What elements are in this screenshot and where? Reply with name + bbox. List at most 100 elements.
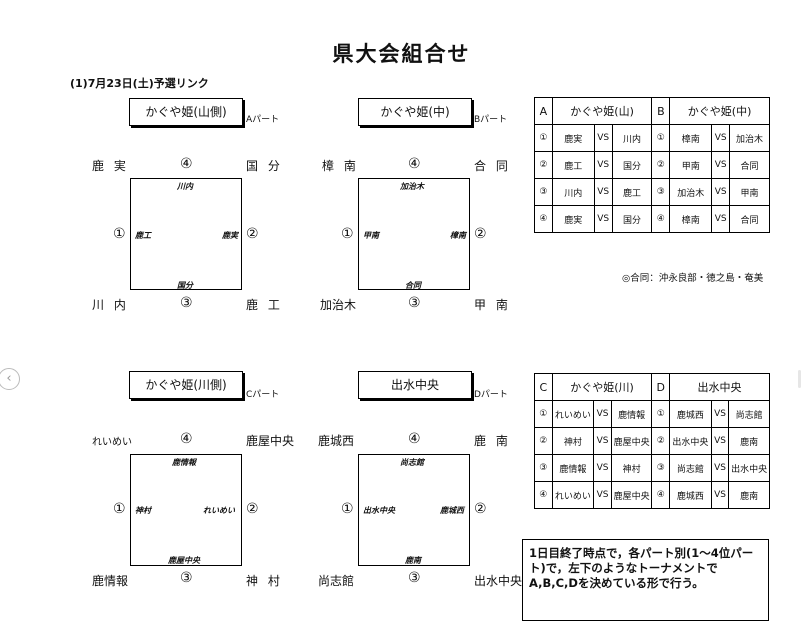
table-cell: 神村: [551, 427, 595, 455]
table-cell: ④: [651, 481, 671, 509]
table-cell: 甲南: [669, 151, 713, 179]
table-cell: VS: [710, 481, 730, 509]
table-cell: VS: [710, 427, 730, 455]
table-cell: かぐや姫(川): [551, 373, 653, 401]
table-cell: 鹿屋中央: [610, 427, 653, 455]
table-cell: かぐや姫(中): [669, 97, 770, 125]
table-cell: ②: [534, 427, 553, 455]
table-cell: VS: [710, 454, 730, 482]
table-cell: C: [534, 373, 553, 401]
table-cell: ②: [651, 427, 671, 455]
circle-a-top: ④: [180, 156, 193, 172]
table-cell: VS: [711, 205, 731, 233]
table-cell: 出水中央: [669, 373, 770, 401]
note-joint-team: ◎合同：沖永良部・徳之島・奄美: [622, 273, 764, 284]
team-a-bl: 川 内: [92, 298, 129, 312]
table-cell: 川内: [611, 124, 653, 152]
table-cell: ①: [651, 124, 671, 152]
table-cell: 鹿実: [551, 205, 595, 233]
table-cell: ④: [651, 205, 671, 233]
team-c-bl: 鹿情報: [92, 574, 129, 588]
match-square-d: [358, 454, 470, 566]
match-square-c: [130, 454, 242, 566]
circle-a-right: ②: [246, 226, 259, 242]
match-d-top: 尚志館: [400, 458, 424, 467]
table-cell: VS: [711, 151, 731, 179]
circle-d-bottom: ③: [408, 570, 421, 586]
team-d-tl: 鹿城西: [318, 434, 355, 448]
table-cell: VS: [593, 481, 612, 509]
circle-d-left: ①: [341, 501, 354, 517]
match-a-top: 川内: [177, 182, 193, 191]
table-cell: 尚志館: [669, 454, 712, 482]
team-b-br: 甲 南: [474, 298, 511, 312]
match-a-right: 鹿実: [222, 231, 238, 240]
team-b-tl: 樟 南: [322, 159, 359, 173]
page-title: 県大会組合せ: [332, 42, 471, 66]
table-cell: VS: [593, 124, 613, 152]
table-cell: ②: [651, 151, 671, 179]
match-b-left: 甲南: [363, 231, 379, 240]
table-cell: かぐや姫(山): [551, 97, 653, 125]
table-cell: 神村: [610, 454, 653, 482]
page-subtitle: (1)7月23日(土)予選リンク: [70, 77, 209, 90]
table-cell: B: [651, 97, 671, 125]
team-a-br: 鹿 工: [246, 298, 283, 312]
table-cell: 国分: [611, 205, 653, 233]
circle-d-top: ④: [408, 431, 421, 447]
table-cell: ③: [651, 454, 671, 482]
part-a-name: かぐや姫(山側): [129, 98, 243, 126]
part-c-label: Cパート: [246, 390, 280, 400]
circle-b-right: ②: [474, 226, 487, 242]
table-cell: 鹿工: [551, 151, 595, 179]
team-c-tl: れいめい: [92, 437, 132, 448]
table-cell: VS: [593, 178, 613, 206]
circle-c-left: ①: [113, 501, 126, 517]
match-d-left: 出水中央: [363, 506, 395, 515]
table-cell: 鹿城西: [669, 481, 712, 509]
circle-c-right: ②: [246, 501, 259, 517]
circle-b-bottom: ③: [408, 295, 421, 311]
part-b-name: かぐや姫(中): [358, 98, 472, 126]
table-cell: 樟南: [669, 124, 713, 152]
part-b-label: Bパート: [474, 115, 508, 125]
team-c-br: 神 村: [246, 574, 283, 588]
match-d-bottom: 鹿南: [405, 556, 421, 565]
table-cell: れいめい: [551, 400, 595, 428]
table-cell: ①: [534, 124, 553, 152]
circle-b-top: ④: [408, 156, 421, 172]
circle-a-bottom: ③: [180, 295, 193, 311]
part-c-name: かぐや姫(川側): [129, 371, 243, 399]
table-cell: 尚志館: [728, 400, 770, 428]
match-b-top: 加治木: [400, 182, 424, 191]
table-cell: ①: [534, 400, 553, 428]
match-c-bottom: 鹿屋中央: [168, 556, 200, 565]
table-cell: 鹿情報: [610, 400, 653, 428]
chevron-left-icon[interactable]: ‹: [0, 368, 20, 390]
team-d-br: 出水中央: [474, 574, 523, 588]
table-cell: れいめい: [551, 481, 595, 509]
table-cell: 合同: [729, 205, 770, 233]
table-cell: 国分: [611, 151, 653, 179]
match-square-a: [130, 178, 242, 290]
table-cell: 加治木: [669, 178, 713, 206]
table-cell: ③: [534, 454, 553, 482]
team-a-tr: 国 分: [246, 159, 283, 173]
table-cell: 合同: [729, 151, 770, 179]
team-c-tr: 鹿屋中央: [246, 434, 295, 448]
table-cell: A: [534, 97, 553, 125]
table-cell: VS: [593, 205, 613, 233]
match-d-right: 鹿城西: [440, 506, 464, 515]
part-d-label: Dパート: [474, 390, 508, 400]
scroll-edge: [798, 370, 801, 388]
table-cell: 甲南: [729, 178, 770, 206]
table-cell: ②: [534, 151, 553, 179]
match-c-left: 神村: [135, 506, 151, 515]
table-cell: 出水中央: [669, 427, 712, 455]
match-c-top: 鹿情報: [172, 458, 196, 467]
